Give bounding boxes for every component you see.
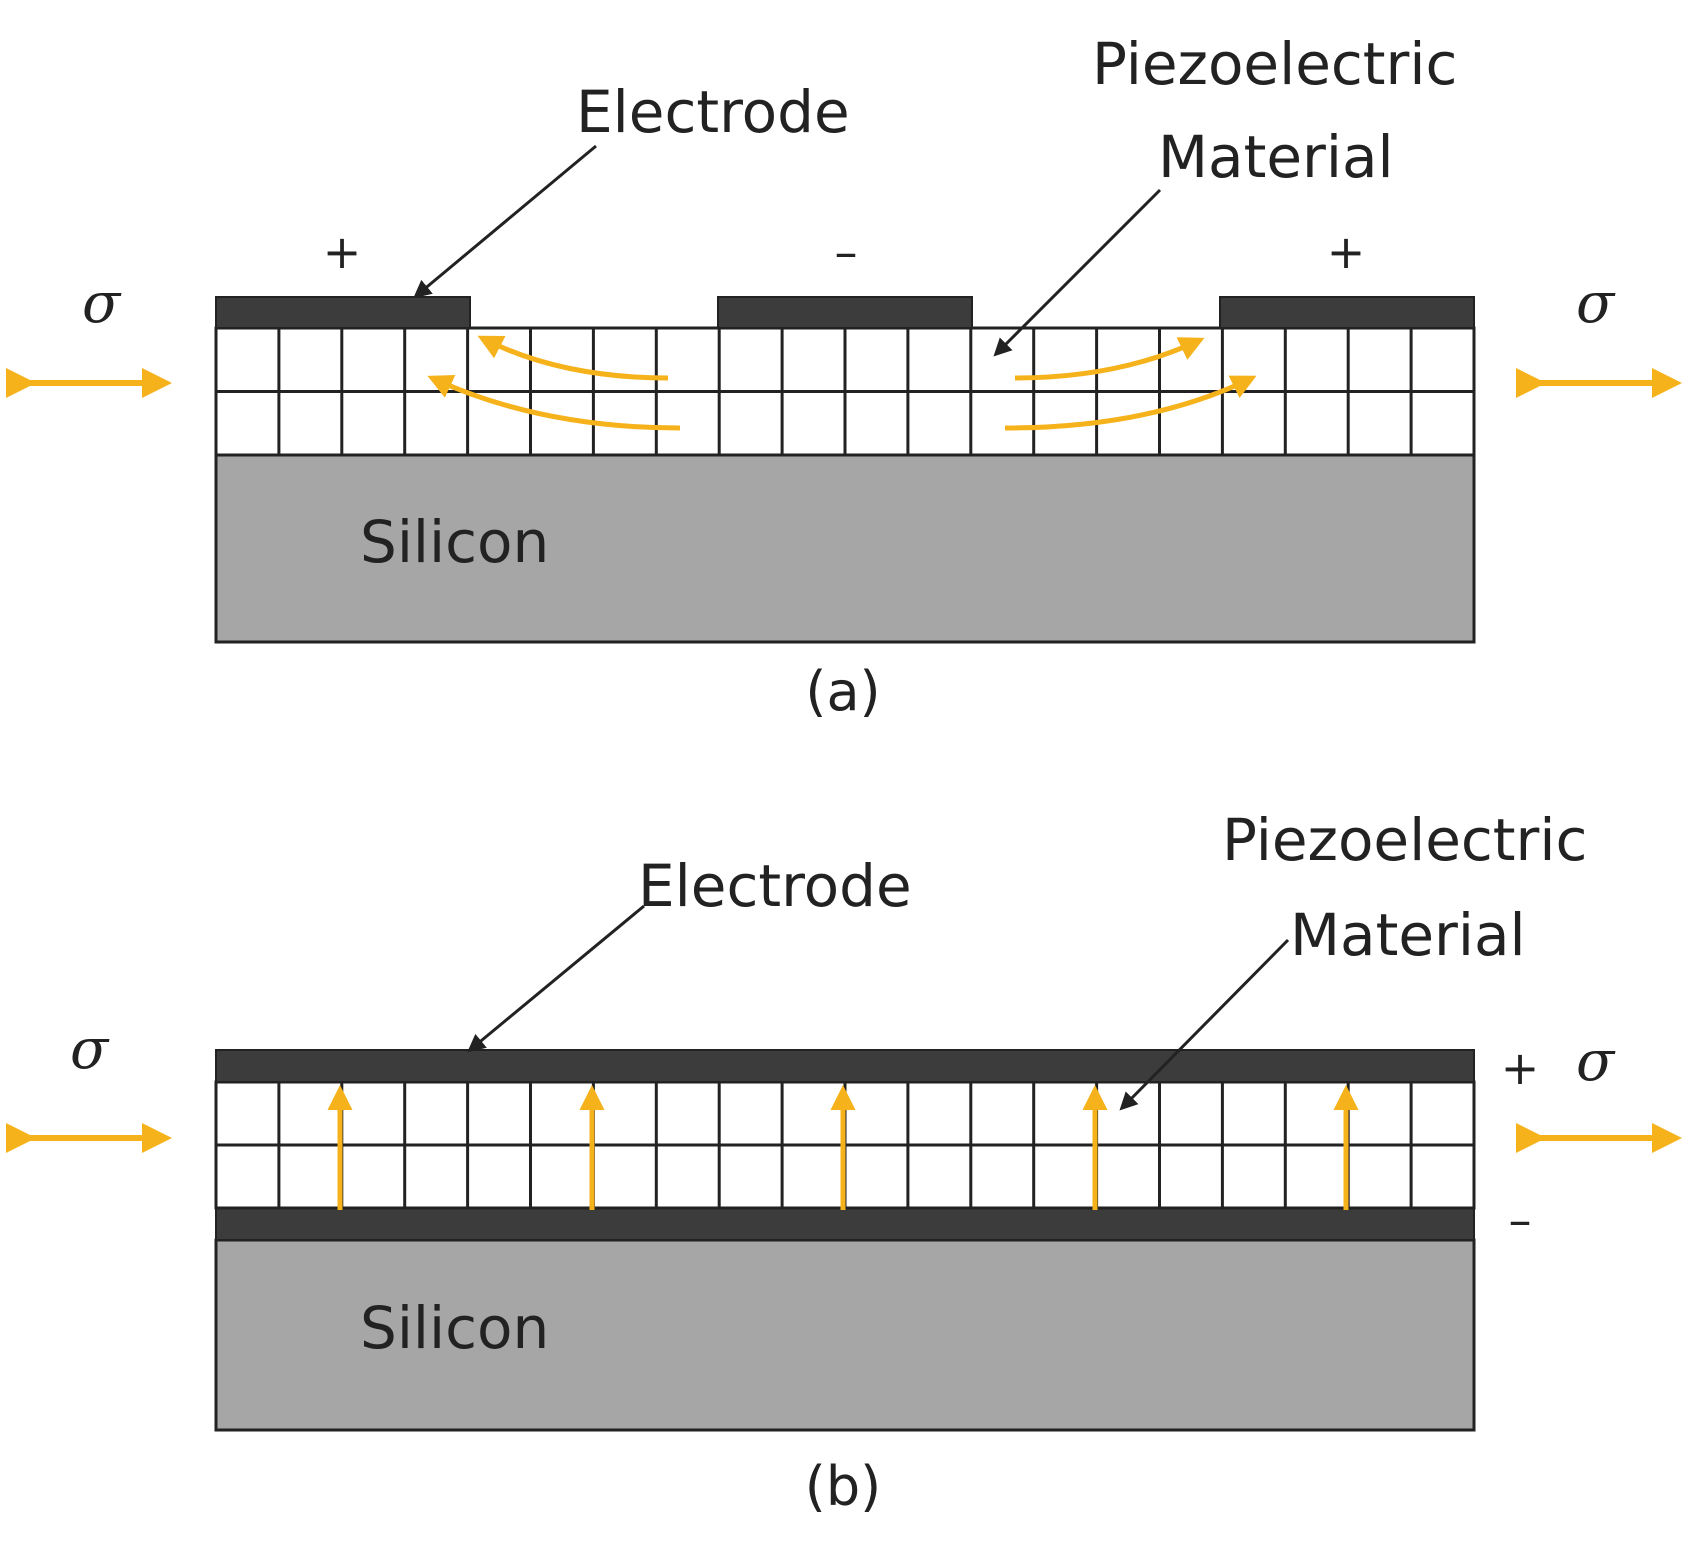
sign-b-bottom: – — [1509, 1193, 1532, 1247]
sign-b-top: + — [1501, 1041, 1540, 1095]
electrode-b-bottom — [215, 1207, 1475, 1241]
piezo-label-b-line1: Piezoelectric — [1222, 806, 1587, 874]
field-arrow-a-2 — [427, 375, 681, 431]
panel-b: Silicon + – σ σ Electrode — [6, 806, 1682, 1518]
piezo-label-a-line2: Material — [1158, 123, 1394, 191]
panel-a: Silicon + – + σ σ Electrode — [6, 30, 1682, 723]
field-arrow-a-3 — [1014, 337, 1205, 381]
silicon-label-b: Silicon — [360, 1294, 549, 1362]
sign-a-middle: – — [835, 225, 858, 279]
field-arrow-a-1 — [477, 335, 669, 381]
silicon-label-a: Silicon — [360, 508, 549, 576]
piezo-label-b-line2: Material — [1290, 901, 1526, 969]
electrode-leader-b — [467, 904, 645, 1053]
electrode-a-middle — [717, 296, 973, 329]
sigma-a-left: σ — [82, 271, 122, 336]
piezo-leader-a — [993, 188, 1162, 357]
piezo-label-a-line1: Piezoelectric — [1092, 30, 1457, 98]
electrode-label-b: Electrode — [638, 852, 912, 920]
piezo-layer-a — [214, 326, 1476, 457]
piezo-leader-b — [1119, 938, 1290, 1111]
sign-a-left: + — [323, 225, 362, 279]
sigma-b-left: σ — [70, 1017, 110, 1082]
electrode-label-a: Electrode — [576, 78, 850, 146]
sigma-b-right: σ — [1576, 1029, 1616, 1094]
electrode-b-top — [215, 1049, 1475, 1083]
field-arrows-a — [427, 335, 1257, 431]
electrode-a-right — [1219, 296, 1475, 329]
sign-a-right: + — [1327, 225, 1366, 279]
electrode-leader-a — [413, 144, 597, 299]
field-arrows-b — [327, 1085, 1359, 1210]
silicon-substrate-b — [214, 1238, 1476, 1432]
piezo-grid-a — [216, 328, 1474, 455]
caption-a: (a) — [805, 660, 880, 723]
silicon-substrate-a — [214, 453, 1476, 644]
field-arrow-a-4 — [1004, 375, 1257, 431]
sigma-a-right: σ — [1576, 271, 1616, 336]
caption-b: (b) — [805, 1455, 881, 1518]
electrode-a-left — [215, 296, 471, 329]
